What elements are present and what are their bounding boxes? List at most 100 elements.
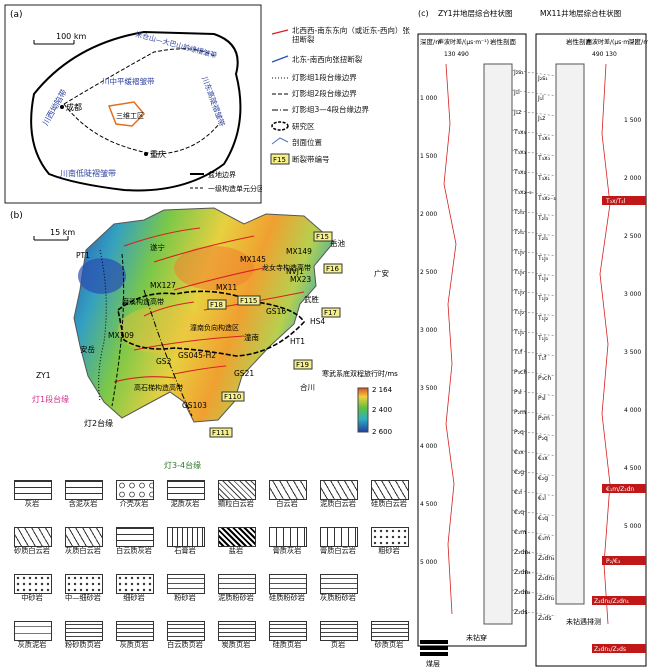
- zone-moxi: 磨溪构造高带: [122, 297, 164, 306]
- lithology-swatch: [269, 480, 307, 500]
- lithology-swatch: [269, 527, 307, 547]
- dn1-edge-line: [98, 249, 107, 403]
- legend-ne-fault: 北东-南西向张扭断裂: [292, 55, 363, 64]
- lithology-label: 介壳灰岩: [119, 499, 149, 508]
- panel-c-label: (c): [418, 9, 429, 18]
- well-mx11: MX11: [216, 283, 237, 292]
- lithology-swatch: [167, 527, 205, 547]
- lithology-label: 砂质白云岩: [14, 546, 50, 555]
- stratum-label-right: J₂s₁: [537, 75, 548, 82]
- stratum-label-right: T₂l₁: [537, 235, 549, 242]
- fault-f110: F110: [224, 393, 241, 401]
- zy1-sonic-curve: [443, 63, 457, 615]
- dn34-edge-line: [143, 289, 193, 417]
- mx11-sonic-range: 490 130: [592, 51, 617, 58]
- stratum-correlation-line: [511, 489, 557, 497]
- mx11-depth-4500: 4 500: [624, 465, 641, 472]
- panel-a-scale: 100 km: [56, 32, 86, 41]
- stratum-label-right: P₂q: [538, 435, 548, 442]
- lithology-swatch: [320, 480, 358, 500]
- lithology-swatch: [65, 527, 103, 547]
- legend-study-area: 研究区: [292, 122, 315, 131]
- zone-tongnan: 潼南负向构造区: [190, 323, 239, 332]
- fault-f15: F15: [316, 233, 329, 241]
- lithology-label: 灰质泥岩: [17, 640, 47, 649]
- lithology-label: 膏质白云岩: [320, 546, 356, 555]
- lithology-label: 膏质灰岩: [272, 546, 302, 555]
- zy1-not-drilled: 未钻穿: [466, 633, 487, 642]
- stratum-label: P₂q: [514, 429, 524, 436]
- study-area-outline: [107, 101, 146, 127]
- lithology-swatch: [167, 621, 205, 641]
- lithology-label: 鲕粒白云岩: [218, 499, 254, 508]
- lithology-label: 中砂岩: [21, 593, 43, 602]
- stratum-label-right: €₂g: [538, 475, 548, 482]
- zone-gaoshiti: 高石梯构造高带: [134, 383, 183, 392]
- lithology-item: 砂质页岩: [365, 619, 413, 663]
- colorbar-tick-top: 2 164: [372, 386, 393, 394]
- colorbar-tick-bottom: 2 600: [372, 428, 392, 436]
- stratum-label-right: T₃x₃: [537, 155, 551, 162]
- lithology-item: 泥质白云岩: [314, 478, 362, 522]
- stratum-correlation-line: [511, 129, 557, 137]
- stratum-correlation-line: [511, 289, 557, 297]
- well-zy1: ZY1: [36, 371, 51, 380]
- stratum-label: T₁j₃: [513, 289, 525, 296]
- lithology-label: 灰质白云岩: [65, 546, 101, 555]
- lithology-swatch: [116, 574, 154, 594]
- tag-cambrian-dn: €₁m/Z₂dn: [606, 486, 634, 493]
- well-mx149: MX149: [286, 247, 312, 256]
- stratum-label: Z₂dn₃: [514, 569, 531, 576]
- stratum-label-right: J₁l: [537, 95, 544, 102]
- lithology-swatch: [116, 480, 154, 500]
- legend-nww-fault: 北西西-南东东向（或近东-西向）张扭断裂: [292, 26, 410, 44]
- city-chengdu: 成都: [66, 102, 82, 112]
- zone-longnusi: 龙女寺构造高带: [262, 263, 311, 272]
- lithology-swatch: [218, 574, 256, 594]
- stratum-label-right: P₃ch: [538, 375, 551, 382]
- mx11-depth-2500: 2 500: [624, 233, 641, 240]
- lithology-label: 灰质页岩: [119, 640, 149, 649]
- place-wusheng: 武胜: [304, 294, 319, 304]
- lithology-swatch: [320, 527, 358, 547]
- lithology-swatch: [371, 527, 409, 547]
- stratum-correlation-line: [511, 389, 557, 397]
- legend-dn34-edge: 灯影组3—4段台缘边界: [292, 105, 370, 114]
- zy1-depth-4500: 4 500: [420, 501, 437, 508]
- stratum-label: P₃ch: [514, 369, 527, 376]
- stratum-label: €₁m: [514, 529, 526, 536]
- well-mx145: MX145: [240, 255, 266, 264]
- mx11-depth-4000: 4 000: [624, 407, 641, 414]
- stratum-label-right: J₁z: [537, 115, 545, 122]
- mx11-depth-head: 深度/m: [628, 37, 648, 46]
- stratum-correlation-line: [511, 589, 557, 597]
- lithology-swatch: [167, 480, 205, 500]
- mx11-depth-2000: 2 000: [624, 175, 641, 182]
- stratum-label: €₂g: [514, 469, 524, 476]
- well-gs2: GS2: [156, 357, 172, 366]
- stratum-label: T₃x₃: [513, 149, 527, 156]
- lithology-item: 含泥灰岩: [59, 478, 107, 522]
- map-legend: F15 北西西-南东东向（或近东-西向）张扭断裂 北东-南西向张扭断裂 灯影组1…: [270, 26, 410, 176]
- well-gs16: GS16: [266, 307, 286, 316]
- basin-outline: [30, 30, 242, 192]
- lithology-label: 石膏岩: [174, 546, 196, 555]
- panel-a-label: (a): [10, 10, 23, 20]
- lithology-swatch: [269, 574, 307, 594]
- tag-p2-c3: P₂/€₃: [606, 558, 621, 565]
- tag-dn2-dn1: Z₂dn₂/Z₂dn₁: [594, 598, 630, 605]
- stratum-correlation-line: [511, 469, 557, 477]
- lithology-item: 泥质灰岩: [161, 478, 209, 522]
- place-guangan: 广安: [374, 268, 389, 278]
- region-south: 川南低陡褶皱带: [60, 168, 116, 178]
- lithology-item: 粉砂岩: [161, 572, 209, 616]
- lithology-item: 介壳灰岩: [110, 478, 158, 522]
- stratum-label-right: T₁f: [537, 355, 547, 362]
- lithology-label: 砂质页岩: [374, 640, 404, 649]
- stratum-label-right: T₃x₅: [537, 135, 551, 142]
- fault-f17: F17: [324, 309, 337, 317]
- lithology-item: 盐岩: [212, 525, 260, 569]
- study-area-outline-b: [117, 290, 305, 357]
- fault-f18: F18: [210, 301, 223, 309]
- lithology-swatch: [116, 527, 154, 547]
